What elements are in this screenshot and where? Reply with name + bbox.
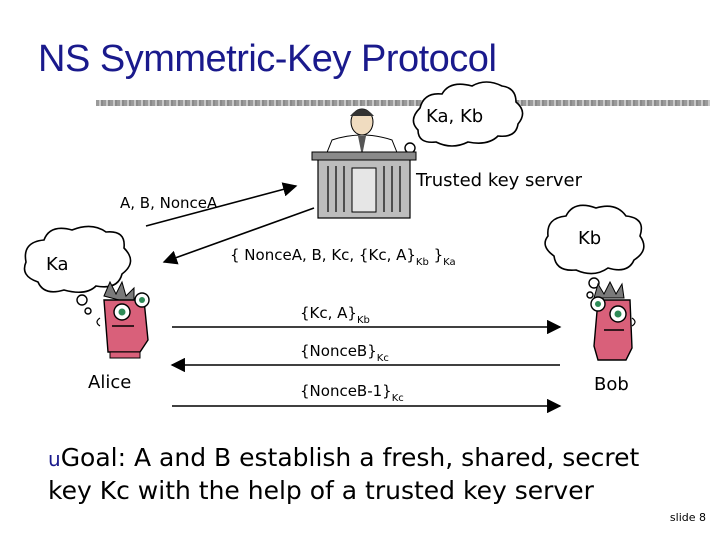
bob-thought-text: Kb <box>578 228 602 249</box>
message-2-subscript-kb: Kb <box>415 257 429 268</box>
server-thought-text: Ka, Kb <box>426 106 484 127</box>
alice-thought-bubble <box>23 225 132 315</box>
message-5-label: {NonceB-1}Kc <box>300 382 404 404</box>
alice-avatar <box>96 280 150 359</box>
message-3-subscript: Kb <box>356 315 370 326</box>
bullet-marker: u <box>48 447 61 471</box>
slide-number: slide 8 <box>669 511 706 524</box>
message-4-label: {NonceB}Kc <box>300 342 389 364</box>
bob-name: Bob <box>594 374 629 395</box>
message-3-label: {Kc, A}Kb <box>300 304 370 326</box>
goal-text: Goal: A and B establish a fresh, shared,… <box>48 443 640 505</box>
message-4-subscript: Kc <box>376 353 389 364</box>
arrow-server-to-alice <box>162 207 315 265</box>
message-5-subscript: Kc <box>391 393 404 404</box>
message-2-text: { NonceA, B, Kc, {Kc, A} <box>230 246 416 264</box>
title-underline <box>96 100 710 106</box>
alice-thought-text: Ka <box>46 254 69 275</box>
page-title: NS Symmetric-Key Protocol <box>38 38 497 80</box>
bob-thought-bubble <box>544 204 645 299</box>
message-1-label: A, B, NonceA <box>120 194 218 212</box>
server-icon <box>311 108 417 219</box>
message-4-text: {NonceB} <box>300 342 377 360</box>
server-label: Trusted key server <box>416 170 583 191</box>
goal-bullet: uGoal: A and B establish a fresh, shared… <box>48 442 688 507</box>
bob-avatar <box>590 280 636 361</box>
message-2-label: { NonceA, B, Kc, {Kc, A}Kb }Ka <box>230 246 456 268</box>
message-5-text: {NonceB-1} <box>300 382 392 400</box>
alice-name: Alice <box>88 372 132 393</box>
message-2-subscript-ka: Ka <box>443 257 456 268</box>
message-3-text: {Kc, A} <box>300 304 357 322</box>
arrow-alice-to-server <box>145 182 298 227</box>
message-2-text-close: } <box>428 246 444 264</box>
